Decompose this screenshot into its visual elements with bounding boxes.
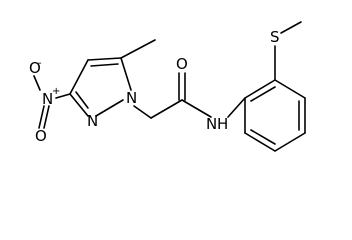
- bond-ch2-carbonyl: [150, 99, 183, 119]
- bond-ar-inner-c: [250, 129, 276, 145]
- bond-n2-c3: [69, 93, 89, 117]
- bond-c3-c4: [69, 59, 89, 95]
- bond-nitro-n-o-top: [33, 75, 41, 91]
- benzene-ring: [244, 79, 306, 152]
- molecule-drawing: O - N + O N N O N H S: [29, 21, 306, 152]
- atom-amide-h: H: [217, 115, 228, 133]
- charge-nitro-n: +: [52, 86, 60, 97]
- bond-n1-ch2: [133, 105, 152, 119]
- atom-nitro-o-top: O: [29, 59, 41, 77]
- atom-carbonyl-o: O: [176, 55, 188, 73]
- bond-carbonyl-amide-n: [181, 99, 212, 118]
- bond-methyl: [120, 39, 156, 59]
- bond-nitro-n-o-bottom: [38, 105, 45, 129]
- bond-ar-1-2: [244, 79, 276, 99]
- bond-ar-2-3: [274, 79, 306, 99]
- atom-nitro-o-bottom: O: [35, 127, 47, 145]
- pyrazole-ring: [69, 57, 132, 117]
- atom-ring-n2: N: [87, 112, 98, 130]
- bond-c4-c5: [87, 57, 122, 61]
- bond-amide-n-aryl: [227, 97, 246, 118]
- bond-s-methyl: [280, 21, 302, 34]
- atom-sulfur: S: [270, 28, 280, 46]
- bond-ar-inner-a: [250, 86, 276, 102]
- bond-ar-4-5: [274, 132, 306, 152]
- bond-c5-n1: [120, 57, 132, 91]
- bond-ar-5-6: [244, 132, 276, 152]
- bond-n2-c3-double: [75, 91, 89, 109]
- structure-diagram: O - N + O N N O N H S: [29, 21, 306, 152]
- bond-c3-nitro-n: [55, 93, 71, 99]
- atom-amide-n: N: [206, 115, 217, 133]
- nitro-group: [33, 75, 71, 129]
- atom-ring-n1: N: [126, 89, 137, 107]
- charge-nitro-o-top: -: [38, 58, 42, 69]
- bond-n1-n2: [95, 99, 124, 117]
- bond-c4-c5-double: [90, 63, 119, 67]
- atom-nitro-n: N: [42, 90, 53, 108]
- bond-nitro-n-o-bottom-double: [43, 105, 50, 129]
